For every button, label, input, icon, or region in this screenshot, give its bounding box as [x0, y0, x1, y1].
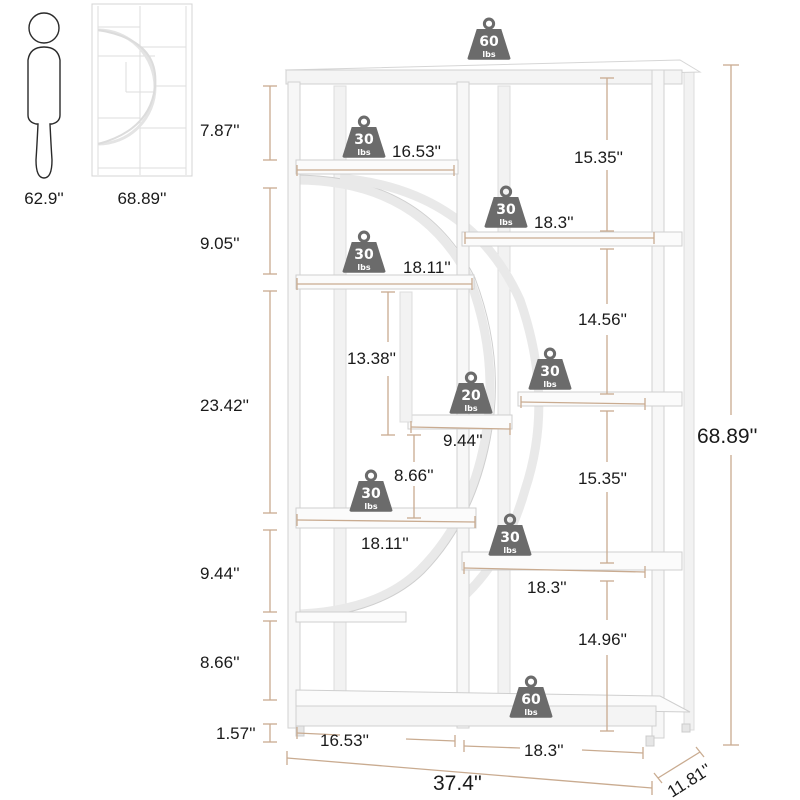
shelf-left-2 [295, 274, 475, 290]
svg-text:30: 30 [354, 247, 374, 263]
right-height-dimensions: 15.35'' 14.56'' 15.35'' 14.96'' [574, 77, 627, 732]
overall-height: 68.89'' [697, 425, 758, 448]
left-height-2: 9.05'' [200, 234, 240, 253]
inner-height-dimensions: 13.38'' 8.66'' [347, 291, 434, 519]
mini-shelf-icon [91, 3, 193, 177]
inner-height-upper: 13.38'' [347, 349, 396, 368]
right-height-2: 14.56'' [578, 310, 627, 329]
weight-badge-bottom: 60 lbs [508, 675, 554, 720]
width-label-left-1: 16.53'' [392, 142, 441, 161]
person-silhouette-icon [27, 12, 61, 179]
weight-badge-top: 60 lbs [466, 17, 512, 62]
left-height-1: 7.87'' [200, 121, 240, 140]
width-label-left-2: 18.11'' [403, 258, 451, 277]
svg-text:lbs: lbs [543, 380, 556, 389]
svg-text:30: 30 [500, 530, 520, 546]
svg-text:20: 20 [461, 388, 481, 404]
left-height-4: 9.44'' [200, 564, 240, 583]
svg-text:lbs: lbs [524, 708, 537, 717]
weight-badge-middle-small: 20 lbs [448, 371, 494, 416]
bottom-width-right: 18.3'' [524, 741, 564, 760]
weight-badge-right-1: 30 lbs [483, 185, 529, 230]
svg-text:lbs: lbs [503, 546, 516, 555]
overall-depth: 11.81'' [664, 760, 715, 800]
weight-badge-left-1: 30 lbs [341, 115, 387, 160]
inner-height-lower: 8.66'' [394, 466, 434, 485]
bottom-shelf-front [295, 705, 657, 727]
left-height-3: 23.42'' [200, 396, 249, 415]
front-arc [295, 175, 495, 619]
svg-text:30: 30 [354, 132, 374, 148]
weight-badge-right-3: 30 lbs [487, 513, 533, 558]
svg-text:lbs: lbs [357, 148, 370, 157]
back-right-post [683, 69, 695, 731]
right-height-3: 15.35'' [578, 469, 627, 488]
inner-upright [399, 291, 413, 423]
svg-text:lbs: lbs [499, 218, 512, 227]
svg-text:lbs: lbs [464, 404, 477, 413]
shelf-height-label: 68.89'' [117, 189, 166, 208]
front-left-post [287, 81, 301, 729]
svg-text:30: 30 [540, 364, 560, 380]
width-label-middle-small: 9.44'' [443, 431, 483, 450]
bottom-width-left: 16.53'' [320, 731, 369, 750]
top-panel-front [285, 69, 683, 85]
svg-text:60: 60 [479, 34, 499, 50]
svg-text:60: 60 [521, 692, 541, 708]
weight-badge-left-2: 30 lbs [341, 230, 387, 275]
back-middle-post [497, 85, 511, 703]
weight-badge-right-2: 30 lbs [527, 347, 573, 392]
right-height-1: 15.35'' [574, 148, 623, 167]
size-comparison: 62.9'' 68.89'' [24, 3, 193, 208]
person-height-label: 62.9'' [24, 189, 64, 208]
weight-badge-left-3: 30 lbs [348, 469, 394, 514]
svg-text:30: 30 [361, 486, 381, 502]
svg-text:lbs: lbs [364, 502, 377, 511]
shelf-right-1 [461, 231, 683, 247]
width-label-right-1: 18.3'' [534, 213, 574, 232]
overall-width: 37.4'' [433, 772, 482, 795]
left-height-dimensions: 7.87'' 9.05'' 23.42'' 9.44'' 8.66'' 1.57… [200, 85, 277, 743]
shelf-width-lines [296, 165, 655, 578]
bookshelf-illustration [284, 59, 702, 747]
shelf-left-4-bar [295, 611, 407, 623]
svg-text:lbs: lbs [482, 50, 495, 59]
svg-text:30: 30 [496, 202, 516, 218]
overall-height-dimension: 68.89'' [697, 64, 758, 746]
left-height-5: 8.66'' [200, 653, 240, 672]
shelf-left-1 [295, 159, 459, 175]
width-label-right-3: 18.3'' [527, 578, 567, 597]
width-label-left-3: 18.11'' [361, 534, 409, 553]
right-height-4: 14.96'' [578, 630, 627, 649]
left-height-6: 1.57'' [216, 724, 256, 743]
svg-text:lbs: lbs [357, 263, 370, 272]
